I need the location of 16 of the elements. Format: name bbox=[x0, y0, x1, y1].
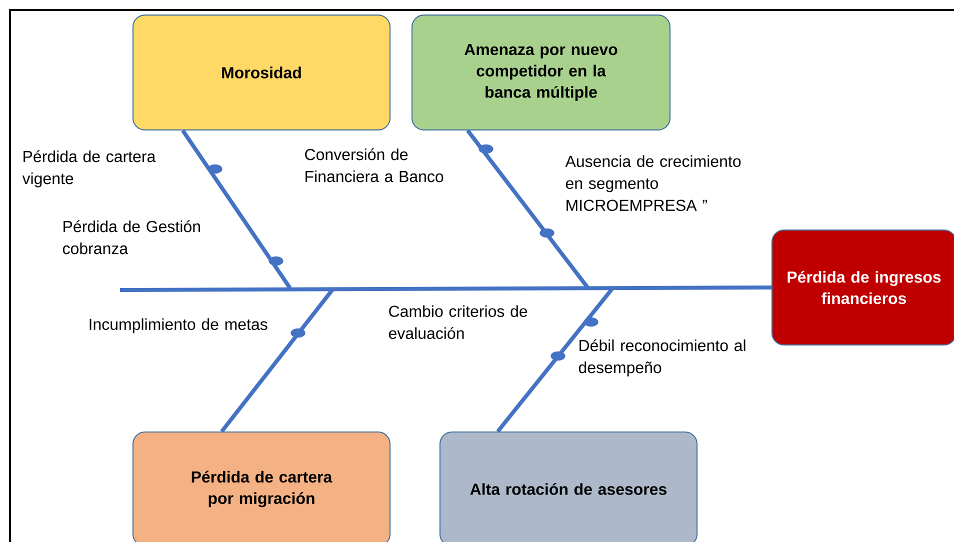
cause-box: Alta rotación de asesores bbox=[439, 431, 698, 542]
cause-label: Ausencia de crecimiento en segmento MICROEMPRESA ” bbox=[565, 155, 741, 211]
cause-label: Cambio criterios de evaluación bbox=[388, 305, 528, 339]
effect-box: Pérdida de ingresos financieros bbox=[771, 230, 954, 346]
cause-label: Pérdida de Gestión cobranza bbox=[62, 220, 200, 254]
bone-line bbox=[496, 288, 614, 433]
cause-box: Pérdida de cartera por migración bbox=[132, 431, 391, 542]
cause-box: Morosidad bbox=[132, 14, 391, 130]
cause-label: Conversión de Financiera a Banco bbox=[305, 148, 444, 182]
cause-label: Pérdida de cartera vigente bbox=[22, 150, 156, 188]
bone-line bbox=[181, 129, 292, 290]
spine-line bbox=[120, 286, 772, 292]
bone-line bbox=[466, 129, 590, 290]
cause-label: Incumplimiento de metas bbox=[90, 318, 268, 334]
cause-box: Amenaza por nuevo competidor en la banca múltiple bbox=[411, 14, 671, 130]
cause-label: Débil reconocimiento al desempeño bbox=[578, 339, 746, 376]
